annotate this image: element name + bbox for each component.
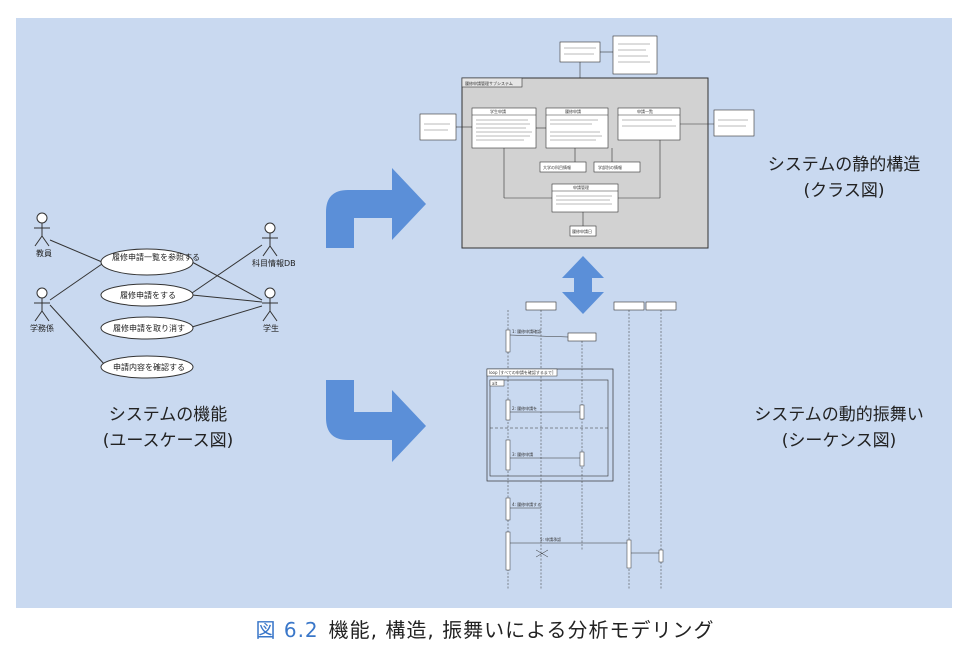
usecase-list <box>100 248 194 276</box>
class-box-faculty: 学部別の情報 <box>598 164 622 170</box>
seq-subtitle: (シーケンス図) <box>781 431 897 451</box>
figure-caption-text: 機能, 構造, 振舞いによる分析モデリング <box>328 618 715 642</box>
figure-number: 図 6.2 <box>255 618 319 642</box>
actor-staff <box>34 287 50 322</box>
figure-caption: 図 6.2 機能, 構造, 振舞いによる分析モデリング <box>0 614 970 643</box>
usecase-label-confirm: 申請内容を確認する <box>113 362 185 372</box>
usecase-title: システムの機能 <box>108 405 228 425</box>
actor-label-teacher: 教員 <box>36 248 52 258</box>
seq-message-3: 3: 履修申請 <box>512 451 533 457</box>
class-box-date: 履修申請日 <box>572 228 592 234</box>
class-system-label: 履修申請管理サブシステム <box>465 80 513 86</box>
arrow-bidirectional <box>562 256 604 314</box>
arrow-to-sequence-diagram <box>326 380 426 462</box>
seq-message-5: 5: 申請承認 <box>540 536 561 542</box>
usecase-label-apply: 履修申請をする <box>120 290 176 300</box>
seq-message-4: 4: 履修申請する <box>512 501 541 507</box>
actor-course-db <box>262 222 278 257</box>
seq-loop-label: loop [すべての申請を確認するまで] <box>489 369 554 375</box>
usecase-confirm <box>100 355 194 379</box>
seq-title: システムの動的振舞い <box>754 405 924 425</box>
actor-student <box>262 287 278 322</box>
class-box-univ-course: 大学の科目情報 <box>543 164 571 170</box>
usecase-subtitle: (ユースケース図) <box>102 431 234 451</box>
arrow-to-class-diagram <box>326 168 426 248</box>
class-subtitle: (クラス図) <box>803 181 885 201</box>
seq-message-2: 2: 履修申請を <box>512 405 537 411</box>
actor-label-staff: 学務係 <box>30 323 54 333</box>
class-box-manage: 申請管理 <box>573 184 589 190</box>
class-box-apply: 履修申請 <box>565 108 581 114</box>
class-box-student-apply: 学生申請 <box>490 108 506 114</box>
class-title: システムの静的構造 <box>767 155 921 175</box>
usecase-cancel <box>100 316 194 340</box>
class-box-list: 申請一覧 <box>637 108 653 114</box>
usecase-label-cancel: 履修申請を取り消す <box>113 323 185 333</box>
class-section-label: システムの静的構造 (クラス図) <box>744 152 944 204</box>
seq-section-label: システムの動的振舞い (シーケンス図) <box>734 402 944 454</box>
actor-teacher <box>34 212 50 247</box>
seq-alt-label: alt <box>492 381 498 386</box>
usecase-diagram <box>34 212 278 379</box>
actor-label-course-db: 科目情報DB <box>252 258 296 268</box>
usecase-label-list: 履修申請一覧を参照する <box>112 252 200 262</box>
class-diagram: 履修申請管理サブシステム 学生申請 履修申請 申請一覧 大学の科目情報 学部別の… <box>419 35 755 249</box>
actor-label-student: 学生 <box>263 323 279 333</box>
seq-message-1: 1: 履修申請確認 <box>512 328 541 334</box>
usecase-apply <box>100 283 194 307</box>
usecase-section-label: システムの機能 (ユースケース図) <box>68 402 268 454</box>
sequence-diagram: 1: 履修申請確認 loop [すべての申請を確認するまで] alt 2: 履修… <box>486 301 677 590</box>
